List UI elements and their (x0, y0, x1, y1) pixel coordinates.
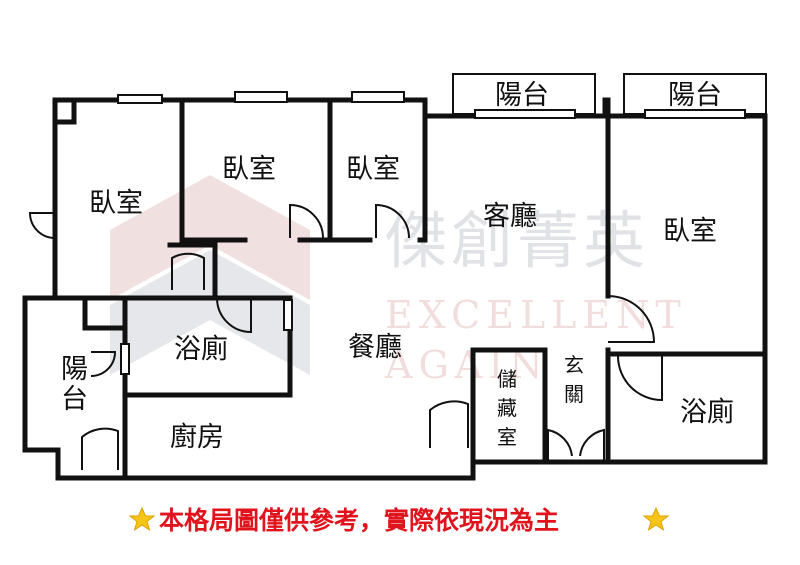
label-bathroom-right: 浴廁 (680, 397, 734, 428)
label-balcony-left: 陽台 (61, 354, 88, 415)
label-living-room: 客廳 (483, 201, 537, 232)
doors (28, 203, 663, 470)
label-bedroom-small: 臥室 (346, 154, 400, 185)
label-bedroom-right: 臥室 (663, 216, 717, 247)
label-balcony-top-right: 陽台 (668, 80, 722, 111)
label-storage-room: 儲藏室 (497, 367, 517, 449)
label-dining-room: 餐廳 (348, 332, 402, 363)
label-bedroom-left: 臥室 (89, 188, 143, 219)
label-kitchen: 廚房 (170, 422, 224, 453)
disclaimer-text: 本格局圖僅供參考，實際依現況為主 (159, 506, 559, 535)
label-balcony-left-text: 陽台 (61, 354, 88, 415)
label-storage-room-text: 儲藏室 (497, 367, 517, 449)
star-icon (642, 506, 670, 532)
star-icon (128, 506, 156, 532)
label-bathroom-left: 浴廁 (174, 334, 228, 365)
label-entrance: 玄關 (564, 353, 584, 406)
windows (117, 91, 746, 375)
label-balcony-top-mid: 陽台 (495, 80, 549, 111)
label-entrance-text: 玄關 (564, 353, 584, 406)
watermark-chinese: 傑創菁英 (385, 204, 649, 277)
label-bedroom-mid: 臥室 (222, 154, 276, 185)
watermark-english-1: EXCELLENT (385, 293, 687, 337)
